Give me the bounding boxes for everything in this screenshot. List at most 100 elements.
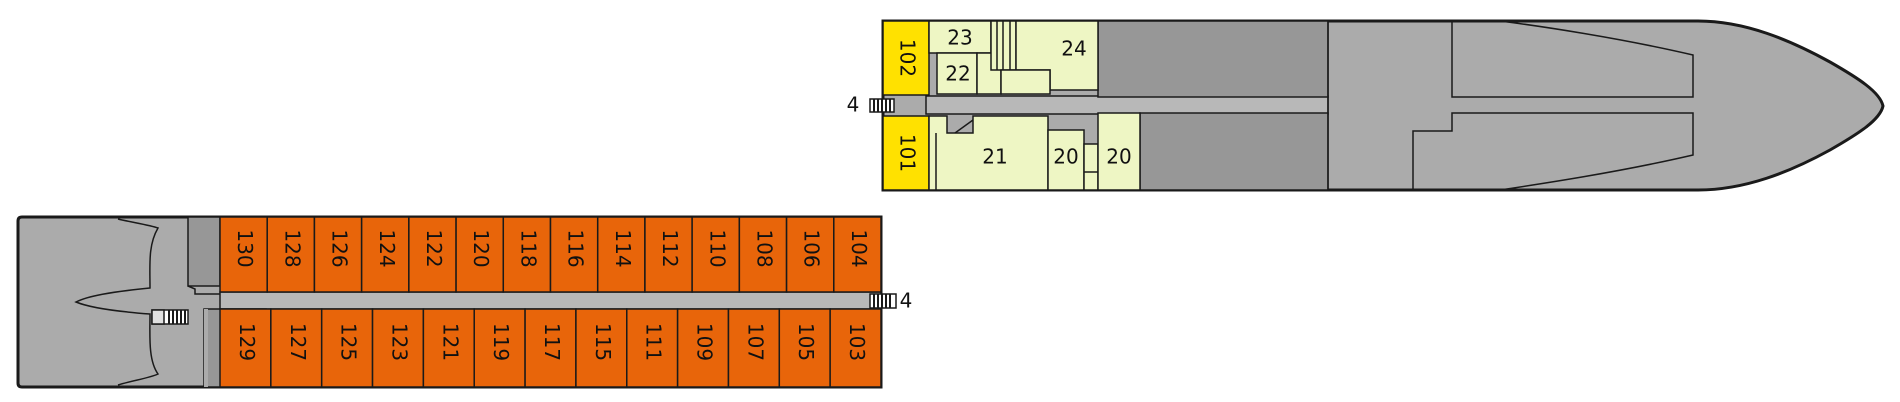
cabin-130[interactable]: 130: [219, 216, 268, 293]
room-21[interactable]: 21: [928, 115, 1049, 191]
upper-dark-area-bottom: [1139, 112, 1329, 191]
room-20-a-label: 20: [1053, 145, 1078, 169]
cabin-number: 105: [794, 323, 818, 361]
cabin-box: [644, 216, 693, 293]
lower-service-notch: [187, 285, 220, 295]
cabin-box: [829, 308, 882, 388]
suite-102-label: 102: [896, 39, 920, 77]
suite-102[interactable]: 102: [882, 20, 930, 96]
cabin-number: 111: [642, 323, 666, 361]
cabin-number: 127: [286, 323, 310, 361]
cabin-129[interactable]: 129: [219, 308, 272, 388]
cabin-number: 123: [387, 323, 411, 361]
cabin-128[interactable]: 128: [266, 216, 316, 293]
cabin-118[interactable]: 118: [502, 216, 552, 293]
lower-service-column: [187, 216, 221, 287]
stair-label-lower: 4: [900, 289, 913, 313]
room-24[interactable]: 24: [1000, 20, 1099, 95]
cabin-126[interactable]: 126: [313, 216, 363, 293]
cabin-number: 103: [845, 323, 869, 361]
cabin-112[interactable]: 112: [644, 216, 693, 293]
cabin-row-top: 130 128 126 124 122 120 118 116 114 112 110 108 106 1…: [219, 216, 882, 293]
cabin-110[interactable]: 110: [691, 216, 741, 293]
cabin-number: 116: [564, 229, 588, 267]
stern-outline: [74, 218, 160, 386]
room-20-b[interactable]: 20: [1097, 112, 1141, 191]
cabin-104[interactable]: 104: [833, 216, 882, 293]
cabin-111[interactable]: 111: [626, 308, 679, 388]
cabin-number: 117: [540, 323, 564, 361]
cabin-number: 120: [469, 229, 493, 267]
cabin-number: 130: [233, 229, 257, 267]
cabin-number: 108: [752, 229, 776, 267]
room-20-b-label: 20: [1106, 145, 1131, 169]
suite-101[interactable]: 101: [882, 115, 930, 191]
cabin-box: [455, 216, 505, 293]
stairs-icon: [869, 293, 897, 309]
room-20-divider: [1083, 143, 1099, 191]
cabin-number: 115: [591, 323, 615, 361]
cabin-123[interactable]: 123: [371, 308, 425, 388]
cabin-number: 121: [438, 323, 462, 361]
cabin-number: 119: [489, 323, 513, 361]
cabin-116[interactable]: 116: [549, 216, 599, 293]
cabin-125[interactable]: 125: [320, 308, 374, 388]
cabin-box: [270, 308, 323, 388]
cabin-121[interactable]: 121: [422, 308, 475, 388]
cabin-103[interactable]: 103: [829, 308, 882, 388]
cabin-108[interactable]: 108: [738, 216, 788, 293]
cabin-107[interactable]: 107: [727, 308, 781, 388]
cabin-box: [833, 216, 882, 293]
cabin-105[interactable]: 105: [778, 308, 831, 388]
cabin-122[interactable]: 122: [408, 216, 457, 293]
cabin-124[interactable]: 124: [360, 216, 410, 293]
room-21-label: 21: [982, 145, 1007, 169]
room-22-label: 22: [945, 62, 970, 86]
cabin-box: [502, 216, 552, 293]
cabin-number: 128: [280, 229, 304, 267]
cabin-box: [575, 308, 628, 388]
cabin-127[interactable]: 127: [270, 308, 323, 388]
cabin-box: [676, 308, 730, 388]
cabin-number: 110: [705, 229, 729, 267]
cabin-box: [691, 216, 741, 293]
cabin-number: 107: [743, 323, 767, 361]
cabin-box: [549, 216, 599, 293]
suite-101-label: 101: [896, 134, 920, 172]
room-24-label: 24: [1061, 37, 1086, 61]
cabin-box: [626, 308, 679, 388]
room-23[interactable]: 23: [928, 20, 992, 54]
cabin-number: 118: [516, 229, 540, 267]
cabin-119[interactable]: 119: [473, 308, 526, 388]
cabin-109[interactable]: 109: [676, 308, 730, 388]
cabin-number: 112: [658, 229, 682, 267]
cabin-box: [473, 308, 526, 388]
cabin-box: [360, 216, 410, 293]
room-22[interactable]: 22: [936, 52, 978, 95]
bow-area-top: [1451, 20, 1694, 98]
cabin-115[interactable]: 115: [575, 308, 628, 388]
room-stairwell-upper: [976, 20, 1017, 95]
cabin-114[interactable]: 114: [596, 216, 646, 293]
cabin-number: 125: [337, 323, 361, 361]
bow-area-bottom: [1412, 112, 1694, 191]
room-23-label: 23: [947, 26, 972, 50]
stairs-icon: [869, 98, 895, 113]
cabin-box: [727, 308, 781, 388]
cabin-106[interactable]: 106: [785, 216, 835, 293]
cabin-number: 106: [800, 229, 824, 267]
cabin-number: 109: [693, 323, 717, 361]
cabin-117[interactable]: 117: [524, 308, 577, 388]
cabin-box: [320, 308, 374, 388]
cabin-number: 124: [375, 229, 399, 267]
room-20-a[interactable]: 20: [1047, 129, 1085, 191]
stair-label-upper: 4: [847, 93, 860, 117]
upper-deck: 102 101 23 22 24: [847, 19, 1885, 192]
cabin-number: 104: [847, 229, 871, 267]
stern-stairs-icon: [151, 309, 189, 325]
upper-corridor: [925, 95, 1329, 115]
cabin-120[interactable]: 120: [455, 216, 505, 293]
cabin-number: 126: [328, 229, 352, 267]
upper-dark-area-top: [1097, 20, 1329, 98]
